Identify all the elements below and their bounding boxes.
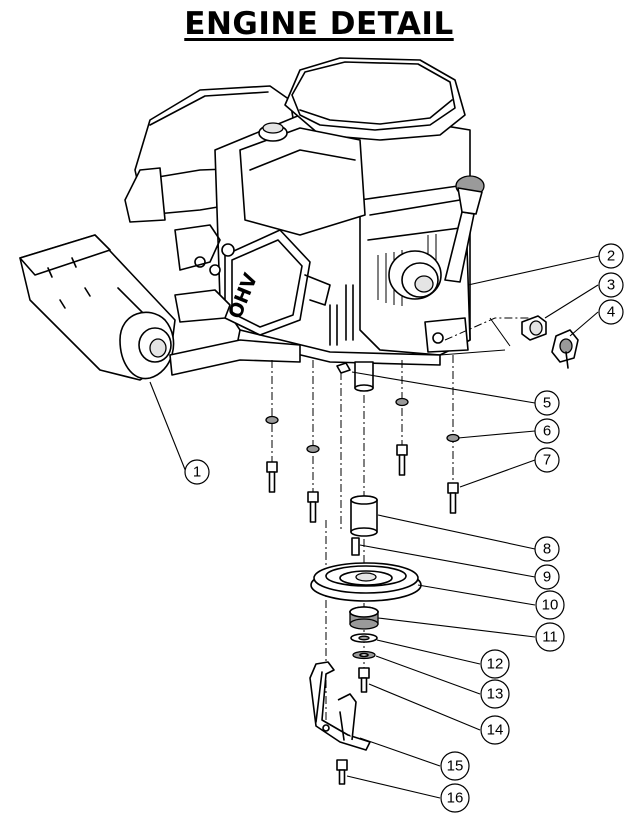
oil-drain-fittings bbox=[439, 315, 579, 369]
bracket-bolt bbox=[336, 759, 348, 785]
callout-1: 1 bbox=[184, 459, 210, 485]
mounting-hardware bbox=[265, 355, 460, 730]
callout-6-label: 6 bbox=[543, 423, 551, 440]
muffler bbox=[19, 234, 301, 381]
callout-7: 7 bbox=[534, 447, 560, 473]
callout-14: 14 bbox=[480, 715, 510, 745]
crankshaft bbox=[354, 361, 374, 392]
callout-11-label: 11 bbox=[542, 629, 558, 646]
callout-2: 2 bbox=[598, 243, 624, 269]
callout-13-label: 13 bbox=[487, 686, 504, 703]
callout-14-label: 14 bbox=[487, 722, 504, 739]
callout-8-label: 8 bbox=[543, 541, 551, 558]
callout-12-label: 12 bbox=[487, 656, 504, 673]
callout-15: 15 bbox=[440, 751, 470, 781]
callout-3: 3 bbox=[598, 272, 624, 298]
callout-10-label: 10 bbox=[542, 597, 559, 614]
callout-4-label: 4 bbox=[607, 304, 615, 321]
callout-16: 16 bbox=[440, 783, 470, 813]
pulley-stack bbox=[310, 495, 422, 693]
callout-6: 6 bbox=[534, 418, 560, 444]
callout-15-label: 15 bbox=[447, 758, 464, 775]
callout-1-label: 1 bbox=[193, 464, 201, 481]
callout-4: 4 bbox=[598, 299, 624, 325]
callout-2-label: 2 bbox=[607, 248, 615, 265]
callout-5: 5 bbox=[534, 390, 560, 416]
engine-body bbox=[124, 57, 485, 366]
belt-guide-bracket bbox=[309, 661, 371, 751]
callout-3-label: 3 bbox=[607, 277, 615, 294]
diagram-title: ENGINE DETAIL bbox=[184, 6, 454, 42]
leader-lines bbox=[149, 255, 600, 799]
callout-10: 10 bbox=[535, 590, 565, 620]
callout-5-label: 5 bbox=[543, 395, 551, 412]
callout-11: 11 bbox=[535, 622, 565, 652]
callout-8: 8 bbox=[534, 536, 560, 562]
callout-9-label: 9 bbox=[543, 569, 551, 586]
callout-9: 9 bbox=[534, 564, 560, 590]
callout-13: 13 bbox=[480, 679, 510, 709]
callout-7-label: 7 bbox=[543, 452, 551, 469]
valve-cover: OHV bbox=[174, 224, 331, 336]
callout-12: 12 bbox=[480, 649, 510, 679]
callout-16-label: 16 bbox=[447, 790, 464, 807]
